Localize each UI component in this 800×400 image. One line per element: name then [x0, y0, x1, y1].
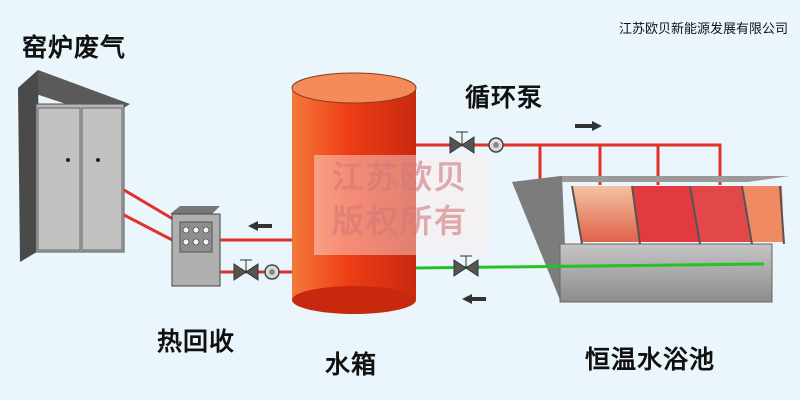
bath-pool	[512, 176, 790, 303]
pump-icon	[264, 264, 280, 280]
water-tank-label: 水箱	[325, 350, 378, 379]
flow-arrow-icon	[575, 121, 602, 131]
gauge-icon	[182, 226, 210, 246]
flow-arrow-icon	[462, 294, 486, 304]
watermark-line2: 版权所有	[331, 202, 468, 240]
watermark-line1: 江苏欧贝	[331, 158, 468, 196]
exhaust-pipes	[123, 188, 179, 245]
kiln-cabinet	[18, 70, 130, 262]
pump-icon	[488, 137, 504, 153]
circulation-pump-label: 循环泵	[465, 83, 544, 112]
valve-icon	[233, 259, 259, 281]
flow-arrow-icon	[248, 221, 272, 231]
handle-icon	[66, 158, 70, 162]
water-tank	[291, 72, 417, 314]
heat-recovery-label: 热回收	[157, 327, 236, 356]
valve-icon	[453, 255, 479, 277]
watermark: 江苏欧贝 版权所有	[314, 155, 486, 255]
kiln-exhaust-label: 窑炉废气	[22, 33, 127, 62]
valve-icon	[449, 131, 475, 154]
company-name: 江苏欧贝新能源发展有限公司	[618, 22, 788, 37]
bath-pool-label: 恒温水浴池	[585, 345, 716, 374]
heat-recovery-unit	[170, 206, 221, 287]
handle-icon	[96, 158, 100, 162]
